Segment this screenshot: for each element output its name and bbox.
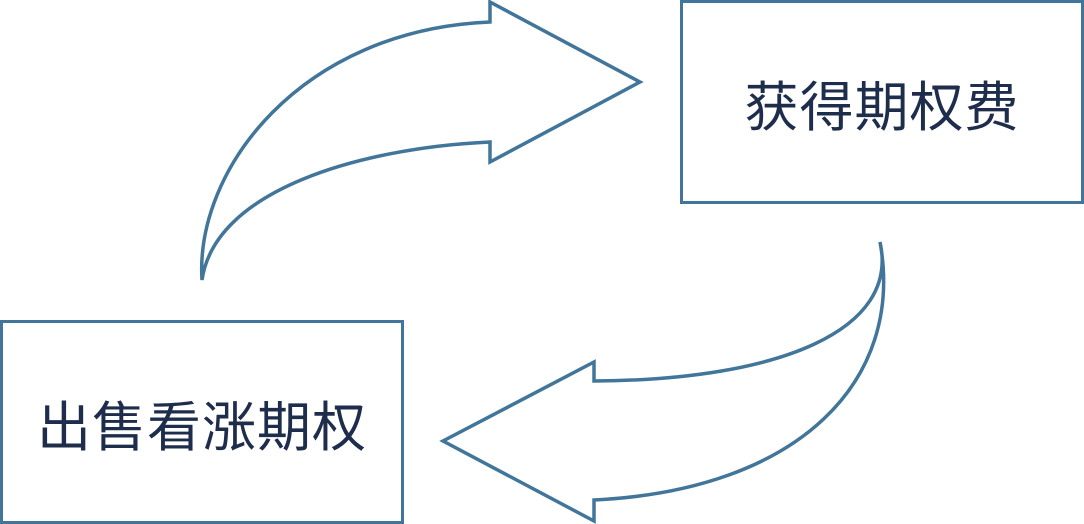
arrow-premium-to-sell [439,241,886,524]
node-get-premium-label: 获得期权费 [744,75,1020,139]
arrow-sell-to-premium [199,0,644,281]
node-sell-call: 出售看涨期权 [0,320,404,524]
node-sell-call-label: 出售看涨期权 [37,395,367,459]
node-get-premium: 获得期权费 [680,0,1084,204]
